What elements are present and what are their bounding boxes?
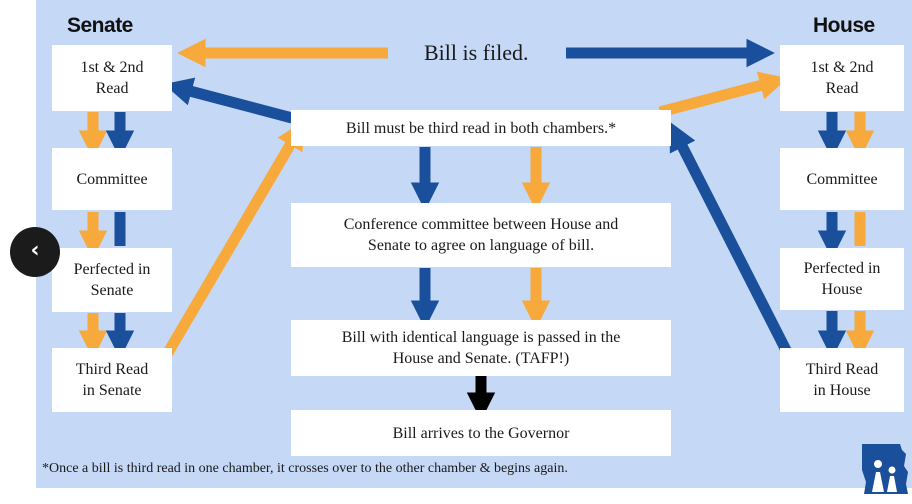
arrow-center-to-house-read xyxy=(658,71,789,118)
back-button[interactable]: ‹ xyxy=(10,227,60,277)
house-step-committee: Committee xyxy=(780,148,904,210)
senate-step-read: 1st & 2nd Read xyxy=(52,45,172,111)
senate-step-third-read: Third Read in Senate xyxy=(52,348,172,412)
house-heading: House xyxy=(813,14,875,37)
footnote: *Once a bill is third read in one chambe… xyxy=(42,461,568,476)
bill-filed-label: Bill is filed. xyxy=(424,40,529,65)
center-step-passed: Bill with identical language is passed i… xyxy=(291,320,671,376)
arrow-senate-third-to-center xyxy=(161,120,305,359)
center-step-governor: Bill arrives to the Governor xyxy=(291,410,671,456)
center-step-third-read-both: Bill must be third read in both chambers… xyxy=(291,110,671,146)
house-step-third-read: Third Read in House xyxy=(780,348,904,412)
house-step-perfected: Perfected in House xyxy=(780,248,904,310)
center-step-conference: Conference committee between House and S… xyxy=(291,203,671,267)
missouri-people-logo-icon xyxy=(862,444,908,494)
senate-heading: Senate xyxy=(67,14,133,37)
chevron-left-icon: ‹ xyxy=(30,237,40,263)
senate-step-committee: Committee xyxy=(52,148,172,210)
arrow-center-to-senate-read xyxy=(163,77,294,124)
house-step-read: 1st & 2nd Read xyxy=(780,45,904,111)
senate-step-perfected: Perfected in Senate xyxy=(52,248,172,312)
arrow-house-third-to-center xyxy=(669,121,795,361)
